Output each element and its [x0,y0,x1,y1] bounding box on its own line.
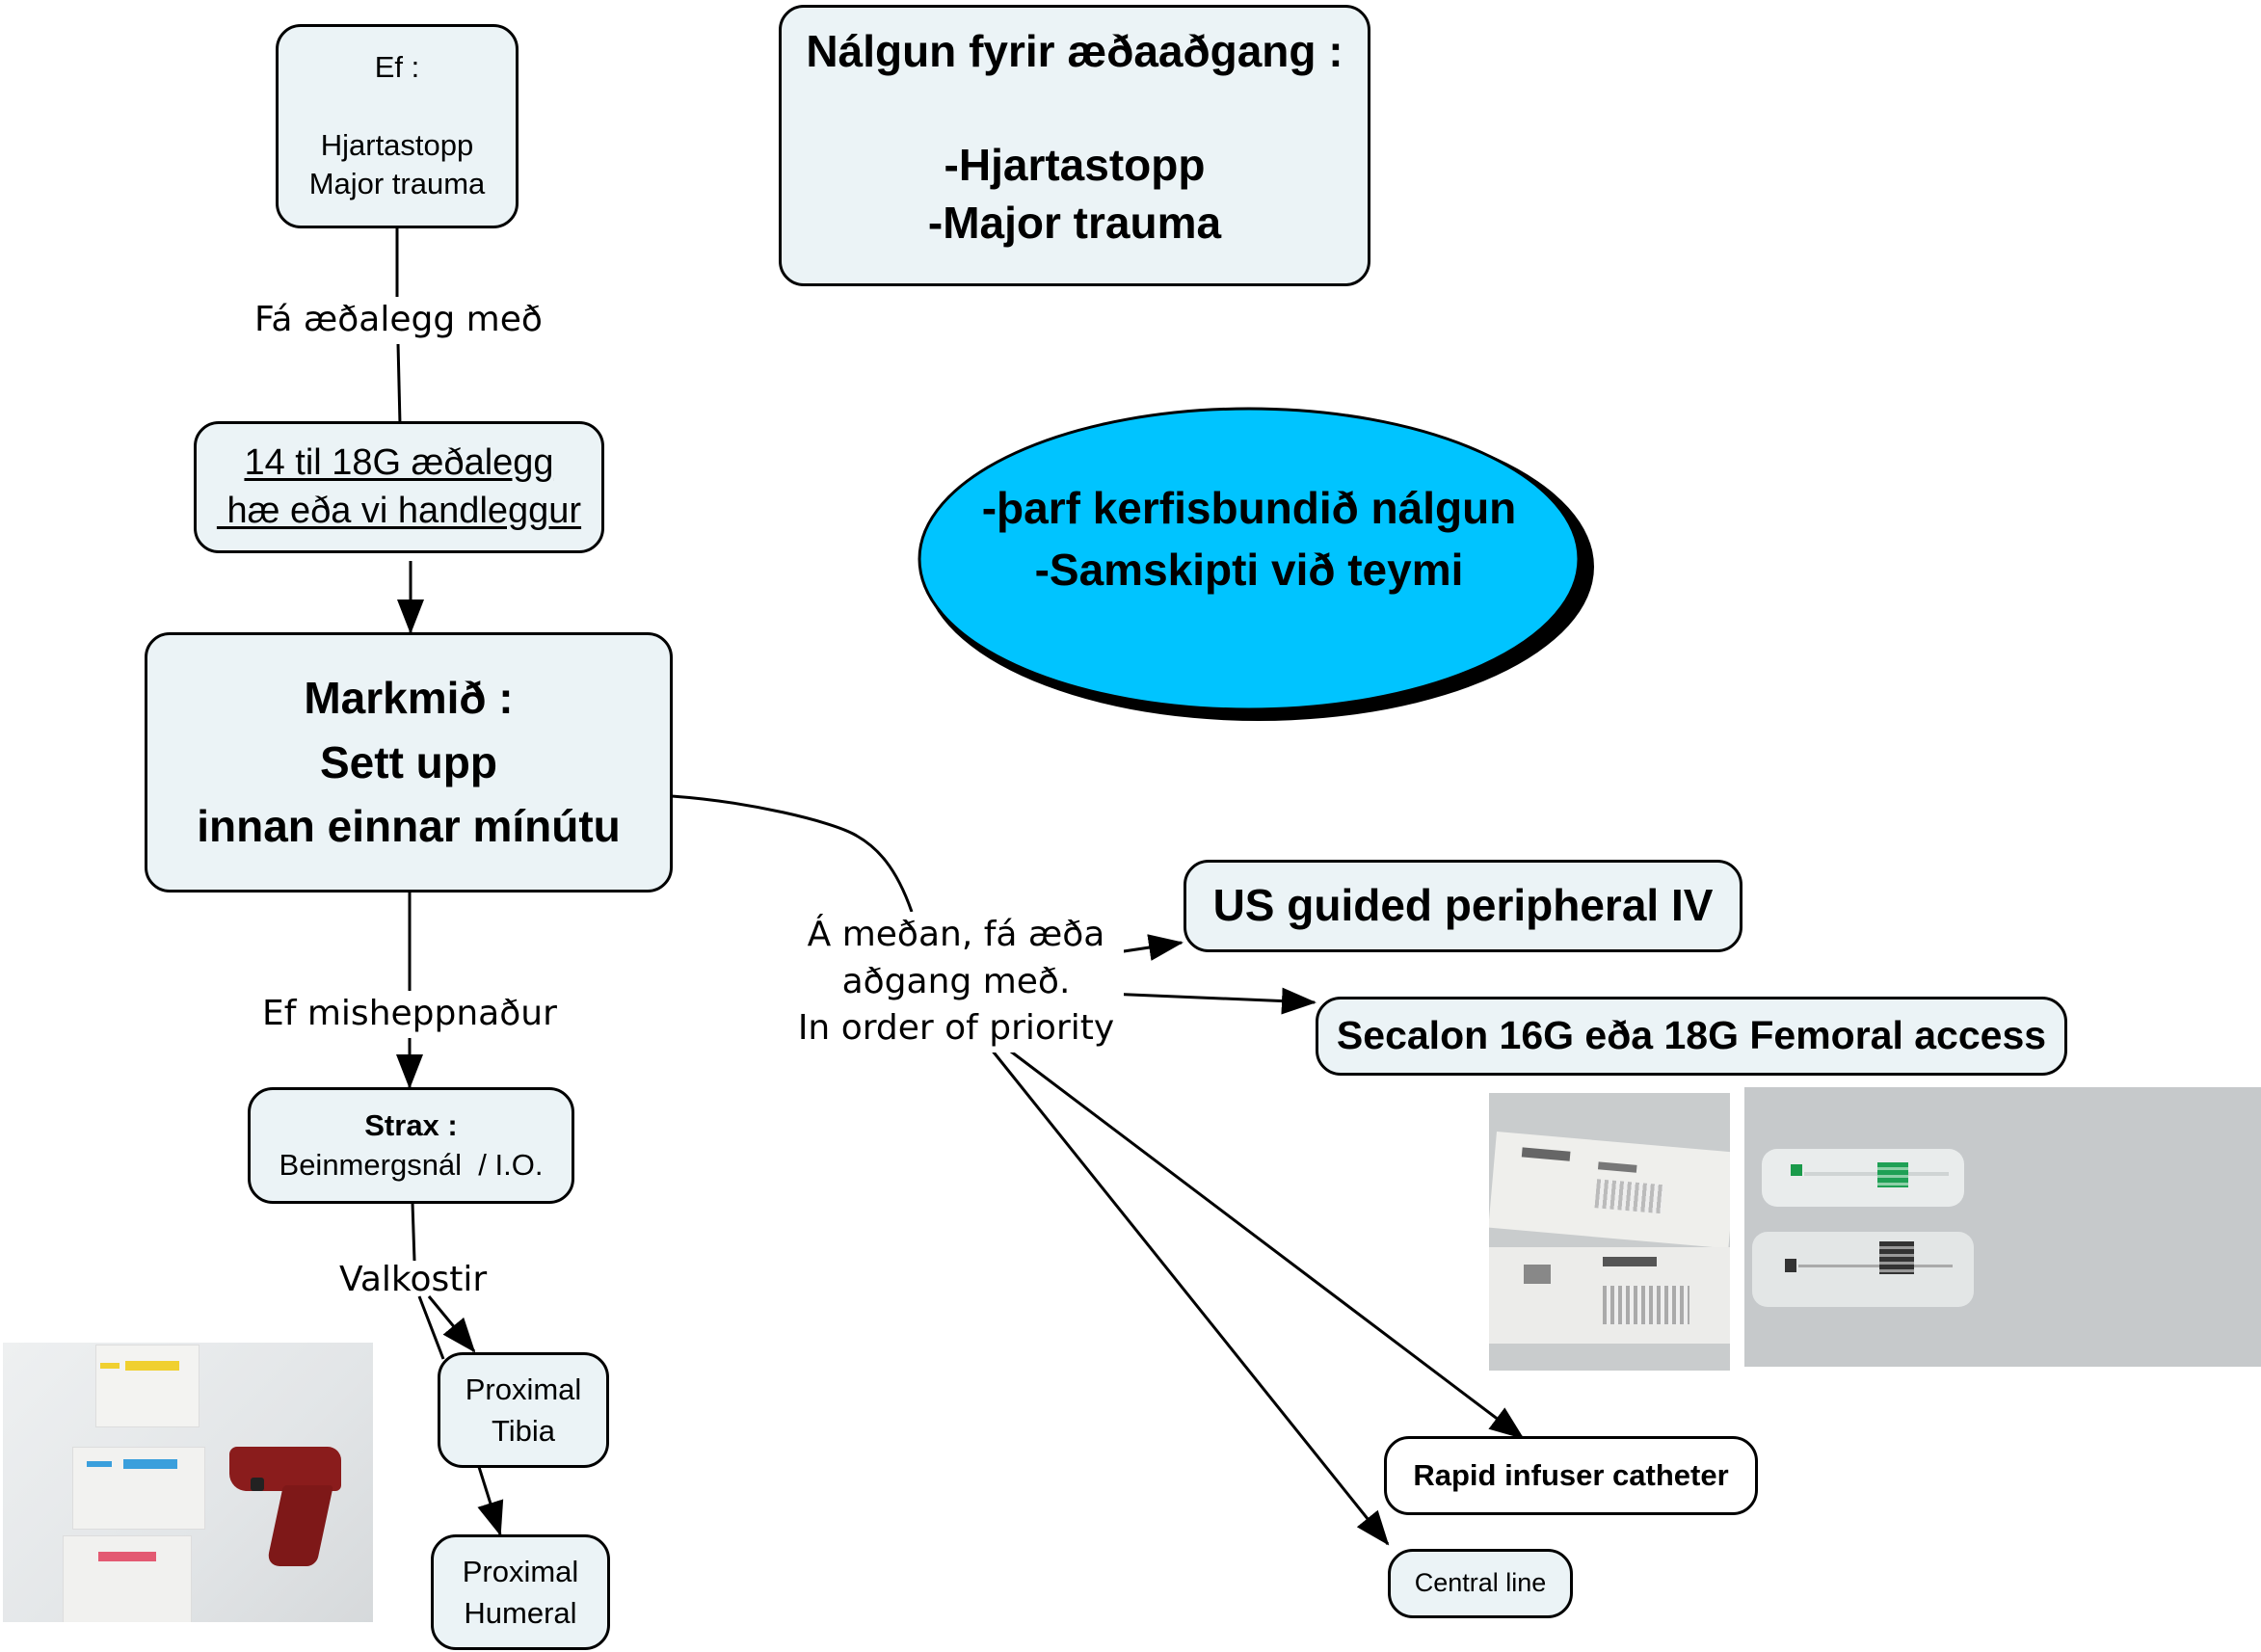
iv-line: 14 til 18G æðalegg [244,442,554,484]
edge-goal-to-meanwhile [671,794,914,913]
edge-label-text: Ef misheppnaður [262,994,557,1033]
central-line-label: Central line [1414,1568,1547,1598]
humeral-box: Proximal Humeral [431,1534,610,1650]
title-line: -Hjartastopp [944,139,1206,190]
edge-label-text: In order of priority [797,1008,1115,1049]
title-line: -Major trauma [927,197,1222,248]
secalon-label: Secalon 16G eða 18G Femoral access [1336,1013,2047,1058]
io-device-photo [3,1343,373,1622]
io-drill-grip [266,1485,333,1566]
iv-catheter-box: 14 til 18G æðalegg hæ eða vi handleggur [194,421,604,553]
goal-line: Sett upp [320,736,497,787]
humeral-line: Humeral [464,1596,577,1630]
edge-strax-to-valkostir [411,1202,416,1262]
iv-line: hæ eða vi handleggur [216,490,582,531]
condition-box: Ef : Hjartastopp Major trauma [276,24,519,228]
condition-line: Major trauma [308,167,486,201]
secalon-packages-photo [1489,1093,1730,1371]
catheters-photo [1744,1087,2261,1367]
secalon-package-1 [1489,1132,1730,1249]
edge-label-text: Á meðan, fá æða [807,915,1105,954]
rapid-infuser-box: Rapid infuser catheter [1384,1436,1758,1515]
title-box: Nálgun fyrir æðaaðgang : -Hjartastopp -M… [779,5,1370,286]
goal-box: Markmið : Sett upp innan einnar mínútu [145,632,673,893]
goal-line: innan einnar mínútu [197,801,621,852]
edge-label-fa-aedalegg: Fá æðalegg með [251,297,546,344]
us-guided-label: US guided peripheral IV [1212,880,1714,931]
rapid-infuser-label: Rapid infuser catheter [1413,1457,1729,1492]
edge-label-valkostir: Valkostir [335,1257,491,1304]
edge-label-text: Valkostir [339,1260,488,1299]
edge-meanwhile-to-central [989,1048,1390,1546]
catheter-tray-green [1762,1149,1964,1207]
condition-line: Hjartastopp [320,128,474,162]
edge-label-text: aðgang með. [841,961,1071,1001]
ellipse-shape [918,407,1581,711]
secalon-femoral-box: Secalon 16G eða 18G Femoral access [1316,997,2067,1076]
io-drill [229,1447,341,1491]
tibia-line: Tibia [491,1414,556,1448]
edge-valkostir-to-tibia-2 [417,1295,445,1360]
edge-label-meanwhile: Á meðan, fá æða aðgang með. In order of … [788,912,1124,1052]
io-heading: Strax : [364,1108,458,1143]
edge-valkostir-to-tibia [427,1295,476,1353]
needle-package-blue [72,1447,205,1530]
tibia-line: Proximal [465,1372,582,1406]
condition-line: Ef : [374,50,420,85]
ellipse-text: -þarf kerfisbundið nálgun -Samskipti við… [919,477,1579,601]
humeral-line: Proximal [462,1554,579,1588]
io-line: Beinmergsnál / I.O. [279,1147,544,1182]
io-box: Strax : Beinmergsnál / I.O. [248,1087,574,1204]
io-drill-tip [251,1478,264,1491]
edge-label-text: Fá æðalegg með [254,300,543,339]
needle-package-yellow [95,1345,200,1427]
secalon-package-2 [1489,1247,1730,1344]
us-guided-iv-box: US guided peripheral IV [1184,860,1742,952]
ellipse-line: -þarf kerfisbundið nálgun [981,483,1517,533]
catheter-tray-dark [1752,1232,1974,1307]
needle-package-pink [63,1535,192,1622]
edge-label-ef-misheppnadur: Ef misheppnaður [258,991,561,1038]
edge-tibia-to-humeral [477,1466,504,1536]
central-line-box: Central line [1388,1549,1573,1618]
goal-line: Markmið : [304,672,514,723]
ellipse-line: -Samskipti við teymi [1034,545,1464,596]
tibia-box: Proximal Tibia [438,1352,609,1468]
edge-meanwhile-to-rapid [1006,1047,1525,1440]
title-heading: Nálgun fyrir æðaaðgang : [806,26,1343,76]
condition-line [393,88,402,126]
edge-ef-to-iv-2 [396,342,402,425]
